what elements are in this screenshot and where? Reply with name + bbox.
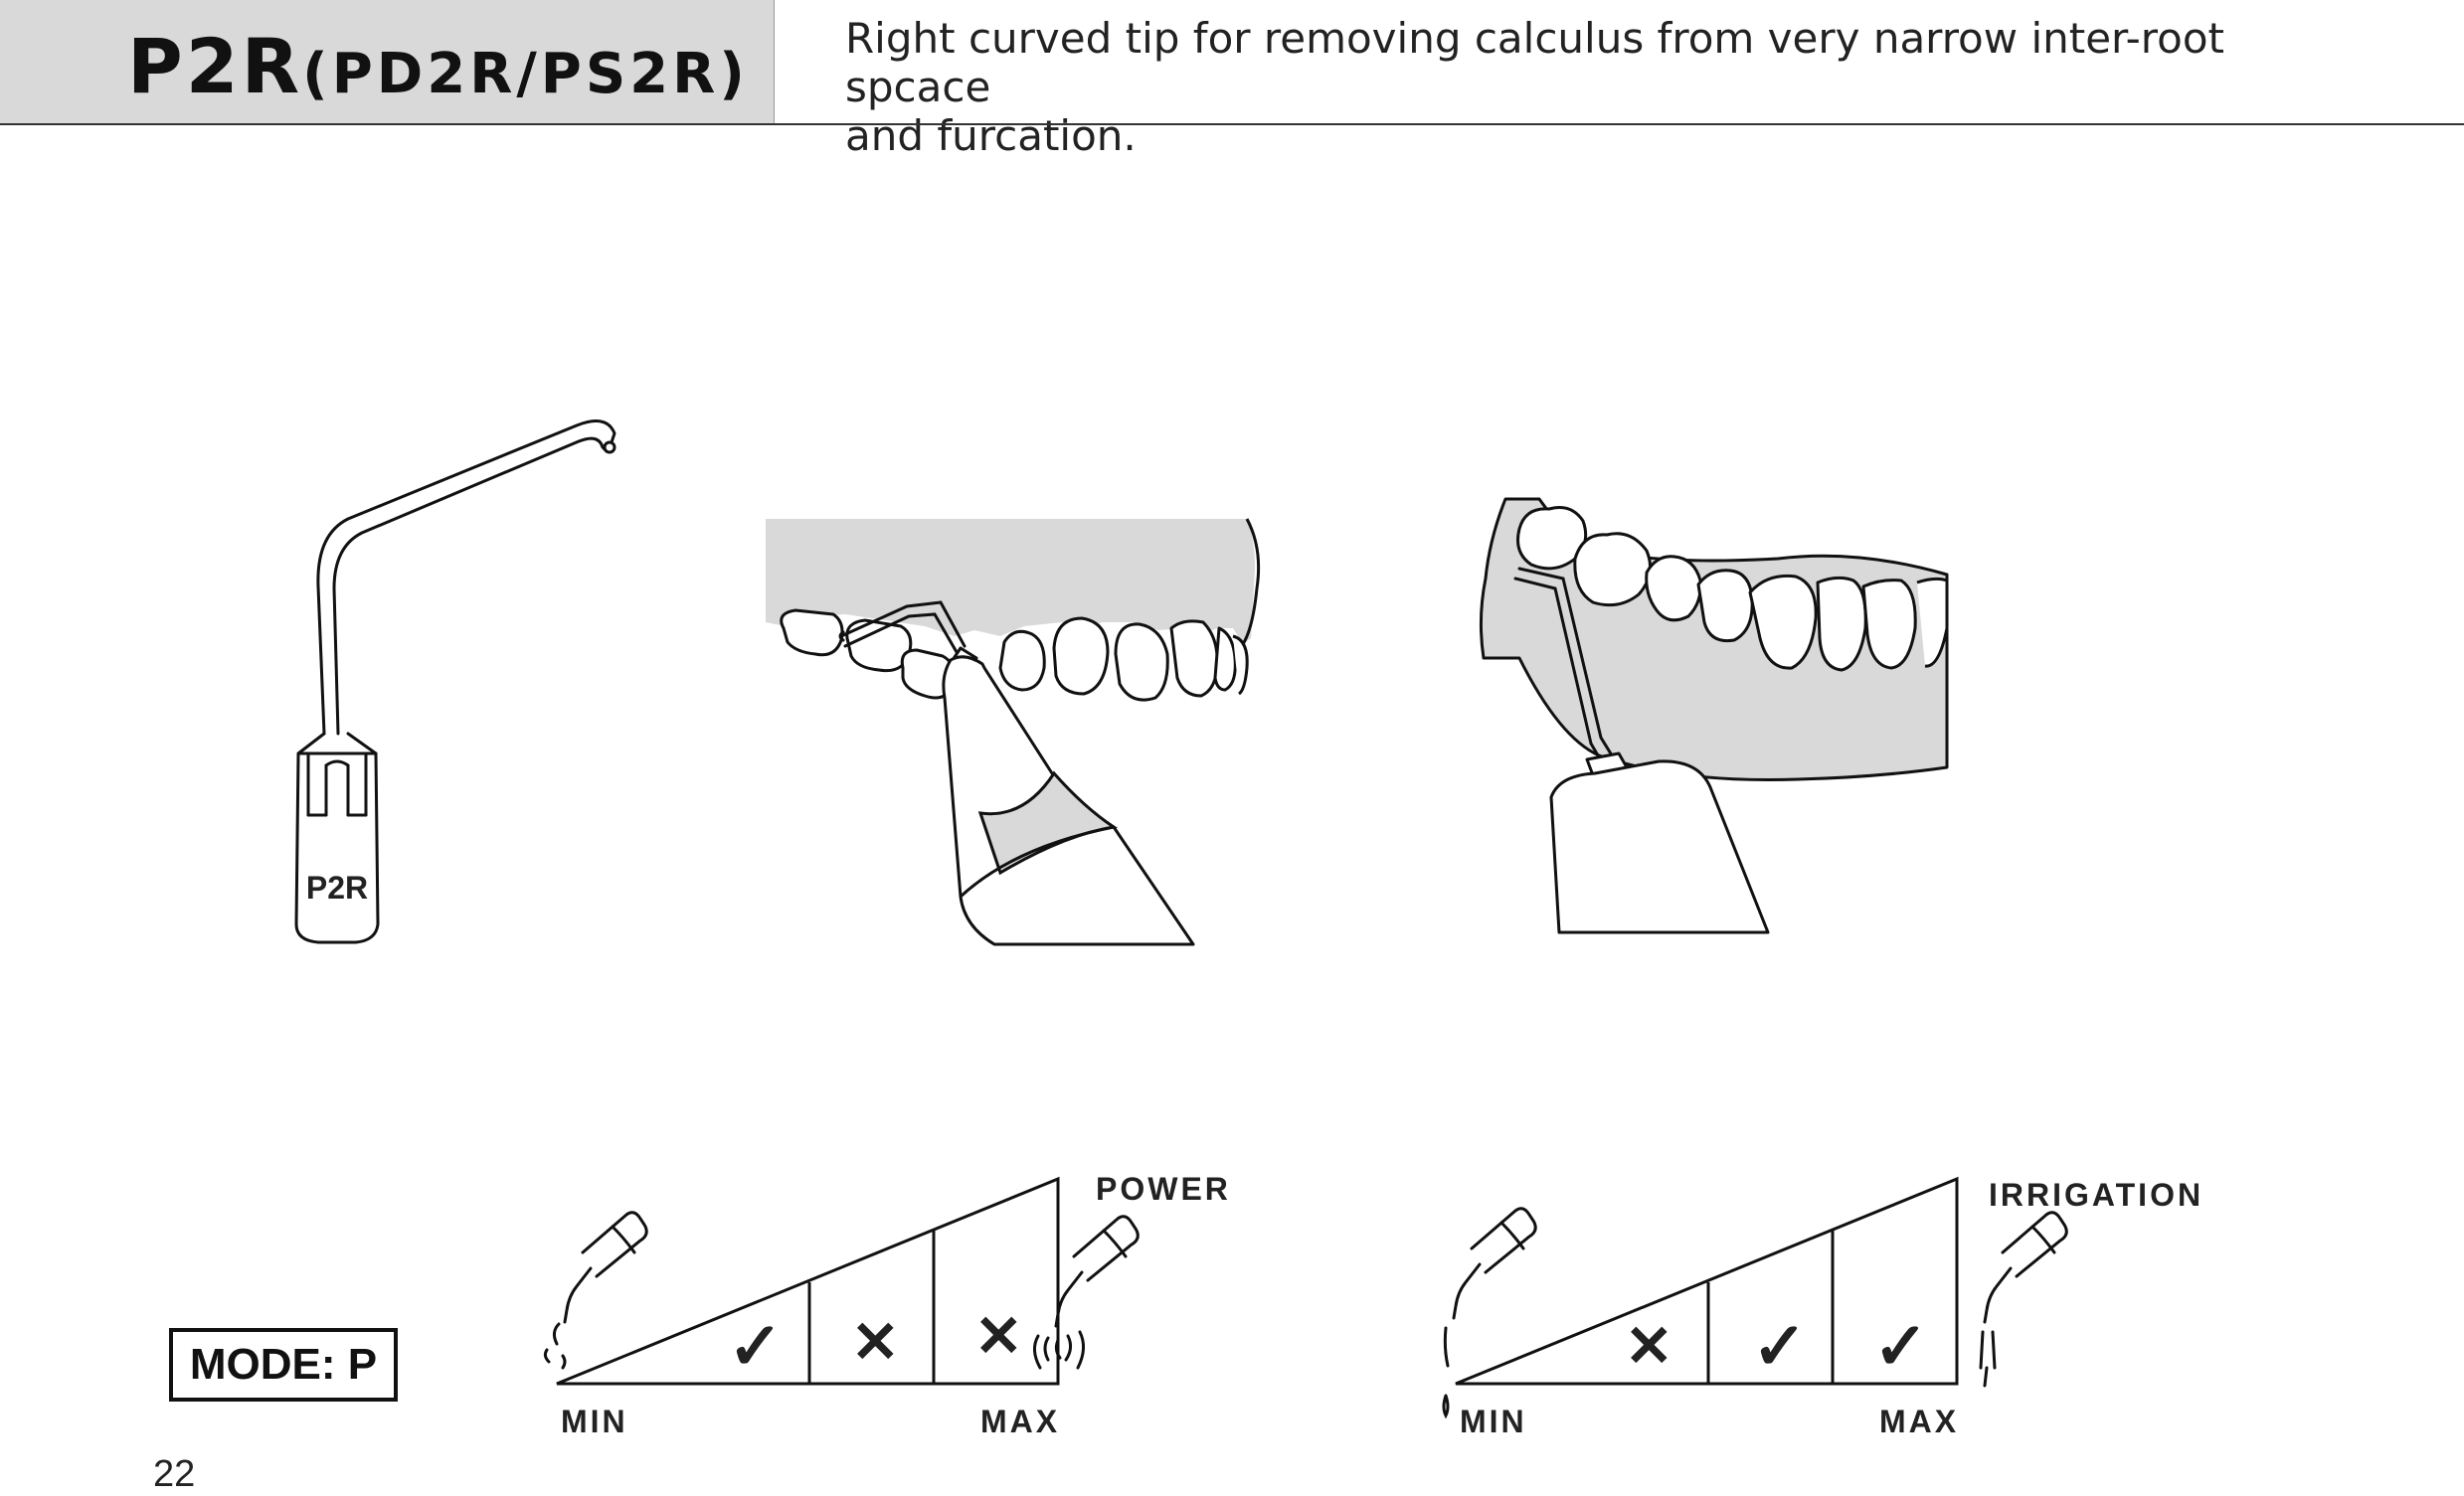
mode-indicator: MODE: P: [169, 1328, 398, 1402]
page-title: P2R(PD2R/PS2R): [127, 22, 749, 110]
irrigation-min-label: MIN: [1460, 1404, 1527, 1439]
irrigation-cell-1: ✕: [1625, 1314, 1673, 1379]
page-number: 22: [153, 1453, 196, 1495]
irrigation-title: IRRIGATION: [1989, 1177, 2204, 1213]
power-triangle: [556, 1176, 1060, 1386]
description-line-2: and furcation.: [845, 111, 1137, 160]
irrigation-handpiece-min-icon: [1442, 1207, 1537, 1419]
model-name: P2R: [127, 22, 303, 110]
irrigation-scale-chart: [1442, 1176, 2068, 1419]
power-handpiece-max-icon: [1033, 1215, 1140, 1370]
lower-jaw-illustration: [1479, 497, 1949, 934]
irrigation-max-label: MAX: [1879, 1404, 1960, 1439]
power-max-label: MAX: [980, 1404, 1061, 1439]
irrigation-triangle: [1455, 1176, 1959, 1386]
power-handpiece-min-icon: [543, 1211, 648, 1370]
description-line-1: Right curved tip for removing calculus f…: [845, 14, 2224, 111]
power-cell-2: ✕: [851, 1310, 900, 1375]
scaler-tip-illustration: P2R: [294, 419, 616, 944]
irrigation-cell-2: ✓: [1752, 1309, 1808, 1383]
power-title: POWER: [1096, 1171, 1231, 1207]
upper-jaw-illustration: [766, 518, 1261, 946]
power-scale-chart: [543, 1176, 1140, 1386]
power-cell-1: ✓: [728, 1309, 784, 1383]
power-cell-3: ✕: [974, 1304, 1023, 1369]
irrigation-handpiece-max-icon: [1979, 1211, 2068, 1388]
tip-description: Right curved tip for removing calculus f…: [845, 14, 2337, 160]
header-rule: [0, 123, 2464, 125]
power-min-label: MIN: [561, 1404, 628, 1439]
tip-label: P2R: [306, 870, 368, 906]
header-title-box: [0, 0, 775, 123]
irrigation-cell-3: ✓: [1873, 1309, 1929, 1383]
model-variants: (PD2R/PS2R): [302, 42, 749, 106]
